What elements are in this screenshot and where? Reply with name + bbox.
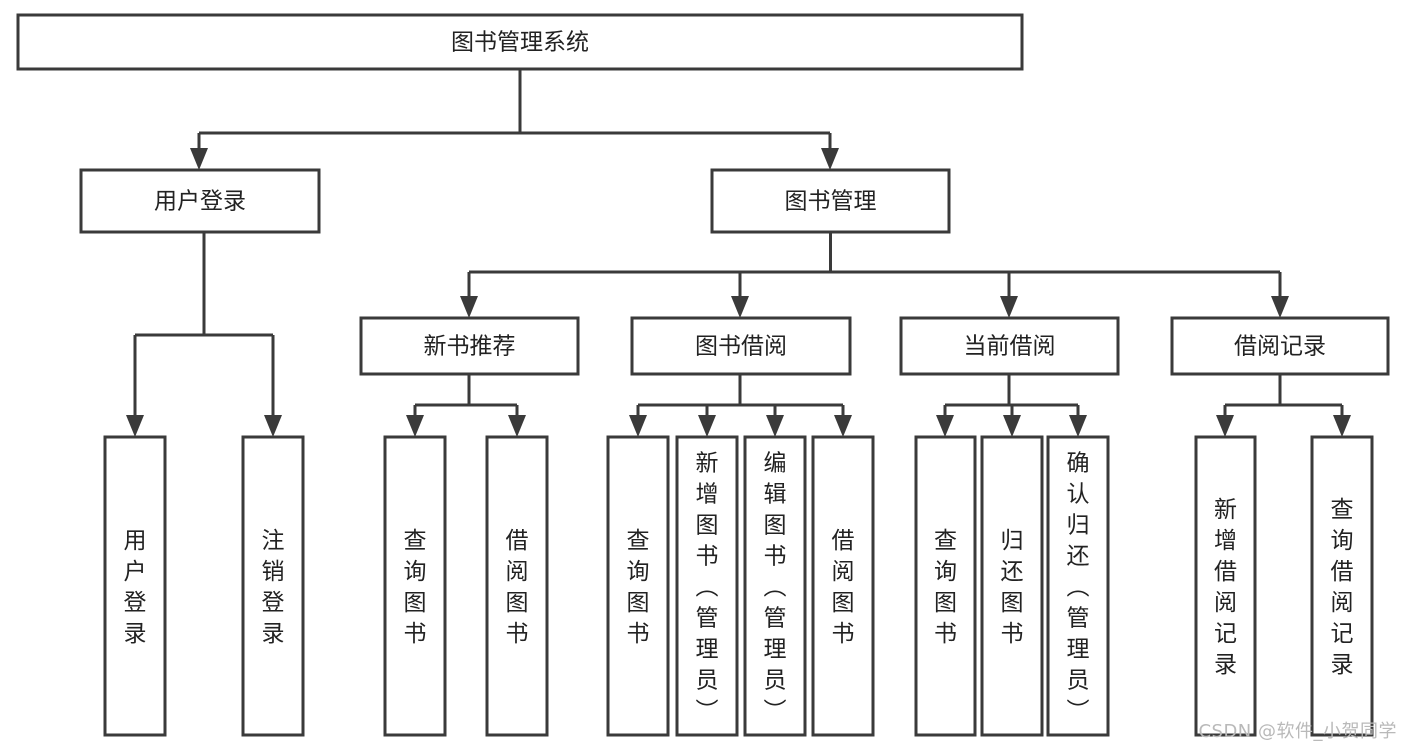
node-leaf-borrow-book-recommend-box[interactable]: [485, 435, 549, 737]
node-leaf-edit-book-admin[interactable]: 编辑图书︵管理员︶: [743, 435, 807, 737]
arrow-head-icon: [821, 148, 839, 170]
node-leaf-return-book-box[interactable]: [980, 435, 1044, 737]
node-leaf-confirm-return-admin-box[interactable]: [1046, 435, 1110, 737]
node-leaf-logout-login[interactable]: 注销登录: [241, 435, 305, 737]
arrow-head-icon: [731, 296, 749, 318]
node-leaf-add-book-admin[interactable]: 新增图书︵管理员︶: [675, 435, 739, 737]
arrow-head-icon: [264, 415, 282, 437]
node-layer: 图书管理系统用户登录图书管理新书推荐图书借阅当前借阅借阅记录用户登录注销登录查询…: [16, 13, 1390, 737]
node-leaf-confirm-return-admin[interactable]: 确认归还︵管理员︶: [1046, 435, 1110, 737]
node-current-borrow-box[interactable]: [899, 316, 1120, 376]
arrow-head-icon: [1333, 415, 1351, 437]
watermark-label: CSDN @软件_小贺同学: [1198, 721, 1397, 742]
node-current-borrow[interactable]: 当前借阅: [899, 316, 1120, 376]
node-book-borrow-box[interactable]: [630, 316, 852, 376]
node-leaf-add-borrow-record[interactable]: 新增借阅记录: [1194, 435, 1257, 737]
arrow-head-icon: [629, 415, 647, 437]
node-current-borrow-label: 当前借阅: [964, 334, 1056, 360]
node-leaf-query-book-current[interactable]: 查询图书: [914, 435, 977, 737]
node-leaf-borrow-book-box[interactable]: [811, 435, 875, 737]
node-book-management-label: 图书管理: [785, 189, 877, 215]
node-new-book-recommend-box[interactable]: [359, 316, 580, 376]
arrow-head-icon: [1069, 415, 1087, 437]
node-leaf-user-login[interactable]: 用户登录: [103, 435, 167, 737]
node-root[interactable]: 图书管理系统: [16, 13, 1024, 71]
node-borrow-record-box[interactable]: [1170, 316, 1390, 376]
node-leaf-query-book-recommend-label: 查询图书: [404, 528, 427, 647]
node-leaf-return-book-label: 归还图书: [1001, 528, 1024, 647]
arrow-head-icon: [406, 415, 424, 437]
node-leaf-query-book-current-label: 查询图书: [934, 528, 957, 647]
node-leaf-logout-login-box[interactable]: [241, 435, 305, 737]
arrow-head-icon: [1003, 415, 1021, 437]
node-leaf-query-book-recommend-box[interactable]: [383, 435, 447, 737]
node-leaf-edit-book-admin-box[interactable]: [743, 435, 807, 737]
node-leaf-query-book-current-box[interactable]: [914, 435, 977, 737]
node-leaf-query-book-borrow-label: 查询图书: [627, 528, 650, 647]
node-book-borrow[interactable]: 图书借阅: [630, 316, 852, 376]
node-leaf-borrow-book[interactable]: 借阅图书: [811, 435, 875, 737]
node-leaf-add-book-admin-box[interactable]: [675, 435, 739, 737]
node-book-management-box[interactable]: [710, 168, 951, 234]
node-leaf-add-borrow-record-label: 新增借阅记录: [1214, 497, 1237, 678]
connector-layer: [126, 69, 1351, 437]
node-leaf-user-login-box[interactable]: [103, 435, 167, 737]
arrow-head-icon: [834, 415, 852, 437]
arrow-head-icon: [508, 415, 526, 437]
node-root-label: 图书管理系统: [451, 30, 589, 56]
node-borrow-record[interactable]: 借阅记录: [1170, 316, 1390, 376]
node-leaf-borrow-book-recommend[interactable]: 借阅图书: [485, 435, 549, 737]
node-leaf-query-book-recommend[interactable]: 查询图书: [383, 435, 447, 737]
node-leaf-query-book-borrow-box[interactable]: [606, 435, 670, 737]
node-leaf-confirm-return-admin-label: 确认归还︵管理员︶: [1067, 451, 1090, 725]
arrow-head-icon: [190, 148, 208, 170]
node-user-login-label: 用户登录: [154, 189, 246, 215]
node-leaf-query-borrow-record[interactable]: 查询借阅记录: [1310, 435, 1374, 737]
node-leaf-edit-book-admin-label: 编辑图书︵管理员︶: [764, 451, 787, 725]
node-leaf-query-borrow-record-label: 查询借阅记录: [1331, 497, 1354, 678]
node-leaf-logout-login-label: 注销登录: [262, 528, 285, 647]
node-root-box[interactable]: [16, 13, 1024, 71]
arrow-head-icon: [1271, 296, 1289, 318]
arrow-head-icon: [766, 415, 784, 437]
arrow-head-icon: [126, 415, 144, 437]
node-new-book-recommend[interactable]: 新书推荐: [359, 316, 580, 376]
node-user-login[interactable]: 用户登录: [79, 168, 321, 234]
node-leaf-return-book[interactable]: 归还图书: [980, 435, 1044, 737]
node-leaf-user-login-label: 用户登录: [124, 528, 147, 647]
node-leaf-borrow-book-recommend-label: 借阅图书: [506, 528, 529, 647]
arrow-head-icon: [1216, 415, 1234, 437]
arrow-head-icon: [698, 415, 716, 437]
node-new-book-recommend-label: 新书推荐: [424, 334, 516, 360]
node-leaf-query-borrow-record-box[interactable]: [1310, 435, 1374, 737]
node-book-management[interactable]: 图书管理: [710, 168, 951, 234]
node-book-borrow-label: 图书借阅: [695, 334, 787, 360]
node-leaf-borrow-book-label: 借阅图书: [832, 528, 855, 647]
node-leaf-add-book-admin-label: 新增图书︵管理员︶: [696, 451, 719, 725]
arrow-head-icon: [460, 296, 478, 318]
arrow-head-icon: [1000, 296, 1018, 318]
node-user-login-box[interactable]: [79, 168, 321, 234]
node-leaf-add-borrow-record-box[interactable]: [1194, 435, 1257, 737]
node-borrow-record-label: 借阅记录: [1234, 334, 1326, 360]
node-leaf-query-book-borrow[interactable]: 查询图书: [606, 435, 670, 737]
arrow-head-icon: [936, 415, 954, 437]
